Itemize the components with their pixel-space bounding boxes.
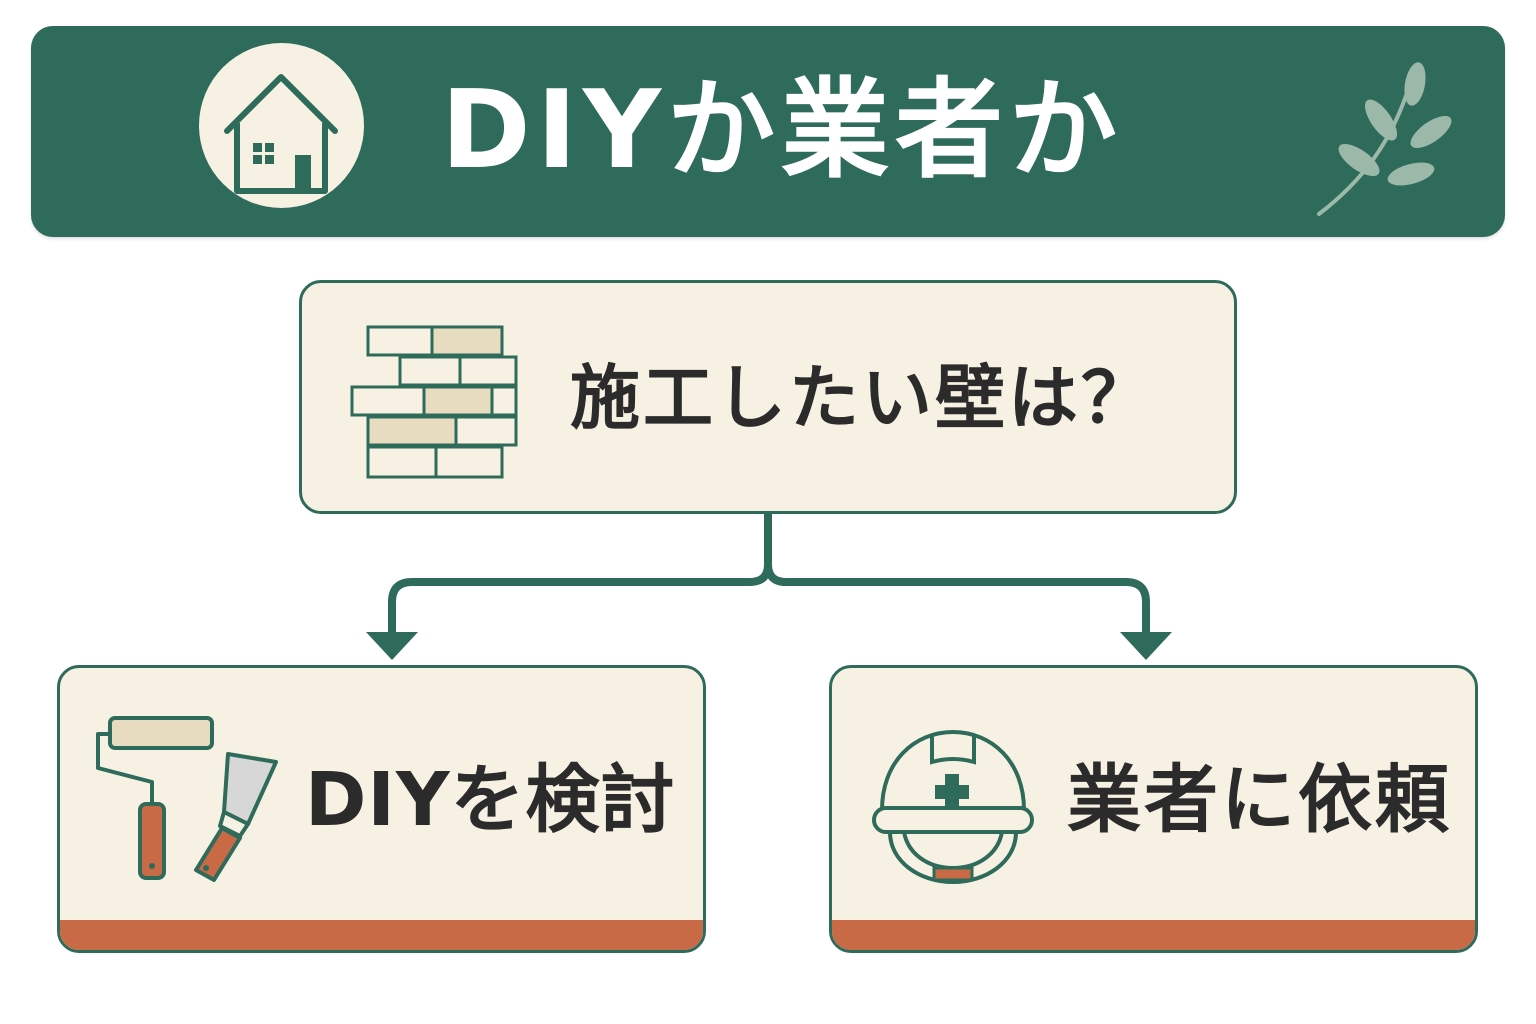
accent-bar: [60, 920, 703, 950]
title-banner: DIYか業者か: [31, 26, 1505, 237]
page-title: DIYか業者か: [441, 68, 1124, 193]
arrow-right: [1120, 632, 1172, 660]
paint-roller-and-scraper-icon: [90, 712, 290, 896]
accent-bar: [832, 920, 1475, 950]
arrow-left: [366, 632, 418, 660]
brick-wall-icon: [350, 323, 522, 487]
question-label: 施工したい壁は？: [570, 357, 1154, 439]
option-box-contractor: 業者に依頼: [829, 665, 1478, 953]
option-box-diy: DIYを検討: [57, 665, 706, 953]
question-box: 施工したい壁は？: [299, 280, 1237, 514]
option-label-diy: DIYを検討: [305, 757, 676, 843]
leaf-branch-icon: [1311, 62, 1471, 226]
option-label-contractor: 業者に依頼: [1067, 757, 1452, 843]
house-icon: [199, 43, 364, 208]
hard-hat-icon: [868, 722, 1038, 896]
